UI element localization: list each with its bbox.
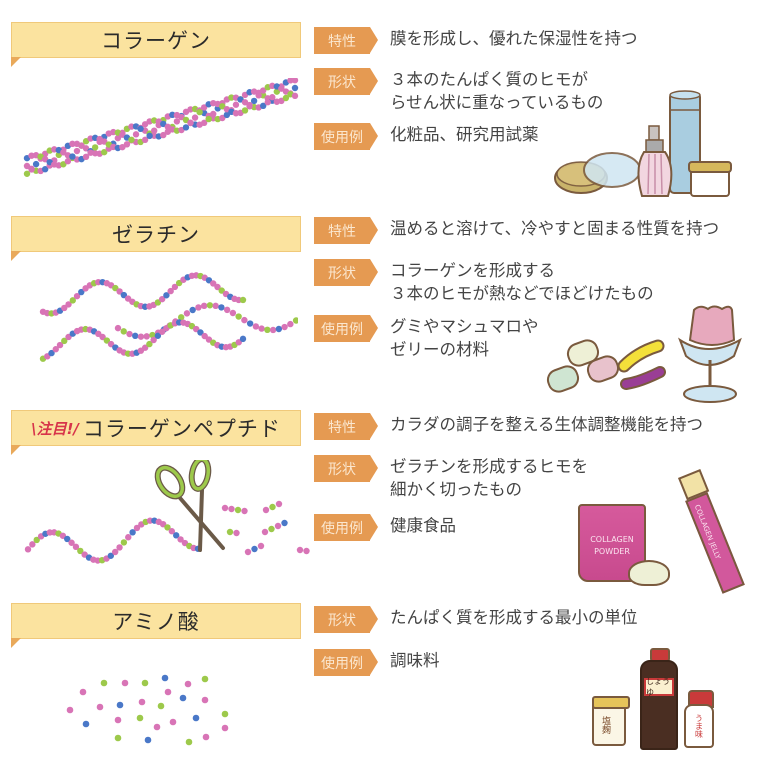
- peptide-property-text: カラダの調子を整える生体調整機能を持つ: [390, 415, 704, 434]
- gelatin-title: ゼラチン: [112, 223, 200, 247]
- peptide-property-row: 特性 カラダの調子を整える生体調整機能を持つ: [314, 413, 703, 440]
- shape-tag: 形状: [314, 606, 378, 633]
- section-amino-acid: アミノ酸 形状 たんぱく質を形成する最小の単位 使用例 調味料 塩麹 しょうゆ …: [0, 590, 764, 760]
- jelly-label: COLLAGEN JELLY: [692, 503, 722, 561]
- usage-tag: 使用例: [314, 514, 378, 541]
- sweets-icon: [546, 305, 742, 403]
- cosmetics-icon: [554, 90, 732, 197]
- peptide-usage-row: 使用例 健康食品: [314, 514, 456, 541]
- gelatin-title-banner: ゼラチン: [11, 216, 301, 261]
- collagen-jelly-stick: COLLAGEN JELLY: [678, 469, 745, 594]
- section-collagen-peptide: \注目!/ コラーゲンペプチド 特性 カラダの調子を整える生体調整機能を持つ 形…: [0, 400, 764, 594]
- amino-shape-row: 形状 たんぱく質を形成する最小の単位: [314, 606, 638, 633]
- section-collagen: コラーゲン 特性 膜を形成し、優れた保湿性を持つ 形状 ３本のたんぱく質のヒモが…: [0, 0, 764, 200]
- usage-tag: 使用例: [314, 649, 378, 676]
- peptide-shape-row: 形状 ゼラチンを形成するヒモを 細かく切ったもの: [314, 455, 588, 501]
- shape-tag: 形状: [314, 455, 378, 482]
- collagen-property-row: 特性 膜を形成し、優れた保湿性を持つ: [314, 27, 638, 54]
- section-gelatin: ゼラチン 特性 温めると溶けて、冷やすと固まる性質を持つ 形状 コラーゲンを形成…: [0, 200, 764, 403]
- collagen-usage-row: 使用例 化粧品、研究用試薬: [314, 123, 539, 150]
- peptide-title: コラーゲンペプチド: [82, 417, 281, 441]
- collagen-shape-row: 形状 ３本のたんぱく質のヒモが らせん状に重なっているもの: [314, 68, 603, 114]
- powder-label-line2: POWDER: [594, 547, 630, 556]
- triple-helix-icon: [23, 78, 299, 177]
- property-tag: 特性: [314, 27, 378, 54]
- gelatin-usage-text: グミやマシュマロや ゼリーの材料: [390, 317, 539, 359]
- collagen-property-text: 膜を形成し、優れた保湿性を持つ: [390, 29, 638, 48]
- usage-tag: 使用例: [314, 315, 378, 342]
- peptide-usage-text: 健康食品: [390, 516, 456, 535]
- gelatin-shape-row: 形状 コラーゲンを形成する ３本のヒモが熱などでほどけたもの: [314, 259, 654, 305]
- peptide-title-banner: \注目!/ コラーゲンペプチド: [11, 410, 301, 455]
- soy-sauce-label: しょうゆ: [646, 677, 670, 697]
- amino-usage-row: 使用例 調味料: [314, 649, 440, 676]
- attention-badge: \注目!/: [31, 419, 79, 438]
- scattered-dots-icon: [66, 674, 229, 746]
- amino-title-banner: アミノ酸: [11, 603, 301, 648]
- shape-tag: 形状: [314, 68, 378, 95]
- wavy-strands-icon: [39, 272, 298, 362]
- usage-tag: 使用例: [314, 123, 378, 150]
- gelatin-property-row: 特性 温めると溶けて、冷やすと固まる性質を持つ: [314, 217, 719, 244]
- shape-tag: 形状: [314, 259, 378, 286]
- umami-label: うま味: [694, 714, 704, 738]
- collagen-title-banner: コラーゲン: [11, 22, 301, 67]
- collagen-shape-text: ３本のたんぱく質のヒモが らせん状に重なっているもの: [390, 70, 604, 112]
- gelatin-shape-text: コラーゲンを形成する ３本のヒモが熱などでほどけたもの: [390, 261, 654, 303]
- amino-title: アミノ酸: [112, 610, 200, 634]
- amino-usage-text: 調味料: [390, 651, 440, 670]
- peptide-shape-text: ゼラチンを形成するヒモを 細かく切ったもの: [390, 457, 588, 499]
- property-tag: 特性: [314, 217, 378, 244]
- amino-shape-text: たんぱく質を形成する最小の単位: [390, 608, 638, 627]
- soy-sauce-bottle: しょうゆ: [640, 648, 678, 750]
- jar-icon: 塩麹: [592, 696, 630, 746]
- gelatin-usage-row: 使用例 グミやマシュマロや ゼリーの材料: [314, 315, 539, 361]
- powder-pile-icon: [628, 560, 670, 586]
- collagen-usage-text: 化粧品、研究用試薬: [390, 125, 539, 144]
- scissors-strand-icon: [24, 460, 310, 564]
- umami-shaker: うま味: [684, 690, 714, 748]
- gelatin-property-text: 温めると溶けて、冷やすと固まる性質を持つ: [390, 219, 720, 238]
- property-tag: 特性: [314, 413, 378, 440]
- collagen-title: コラーゲン: [101, 29, 211, 53]
- jar-label: 塩麹: [600, 716, 610, 734]
- powder-label-line1: COLLAGEN: [590, 535, 634, 544]
